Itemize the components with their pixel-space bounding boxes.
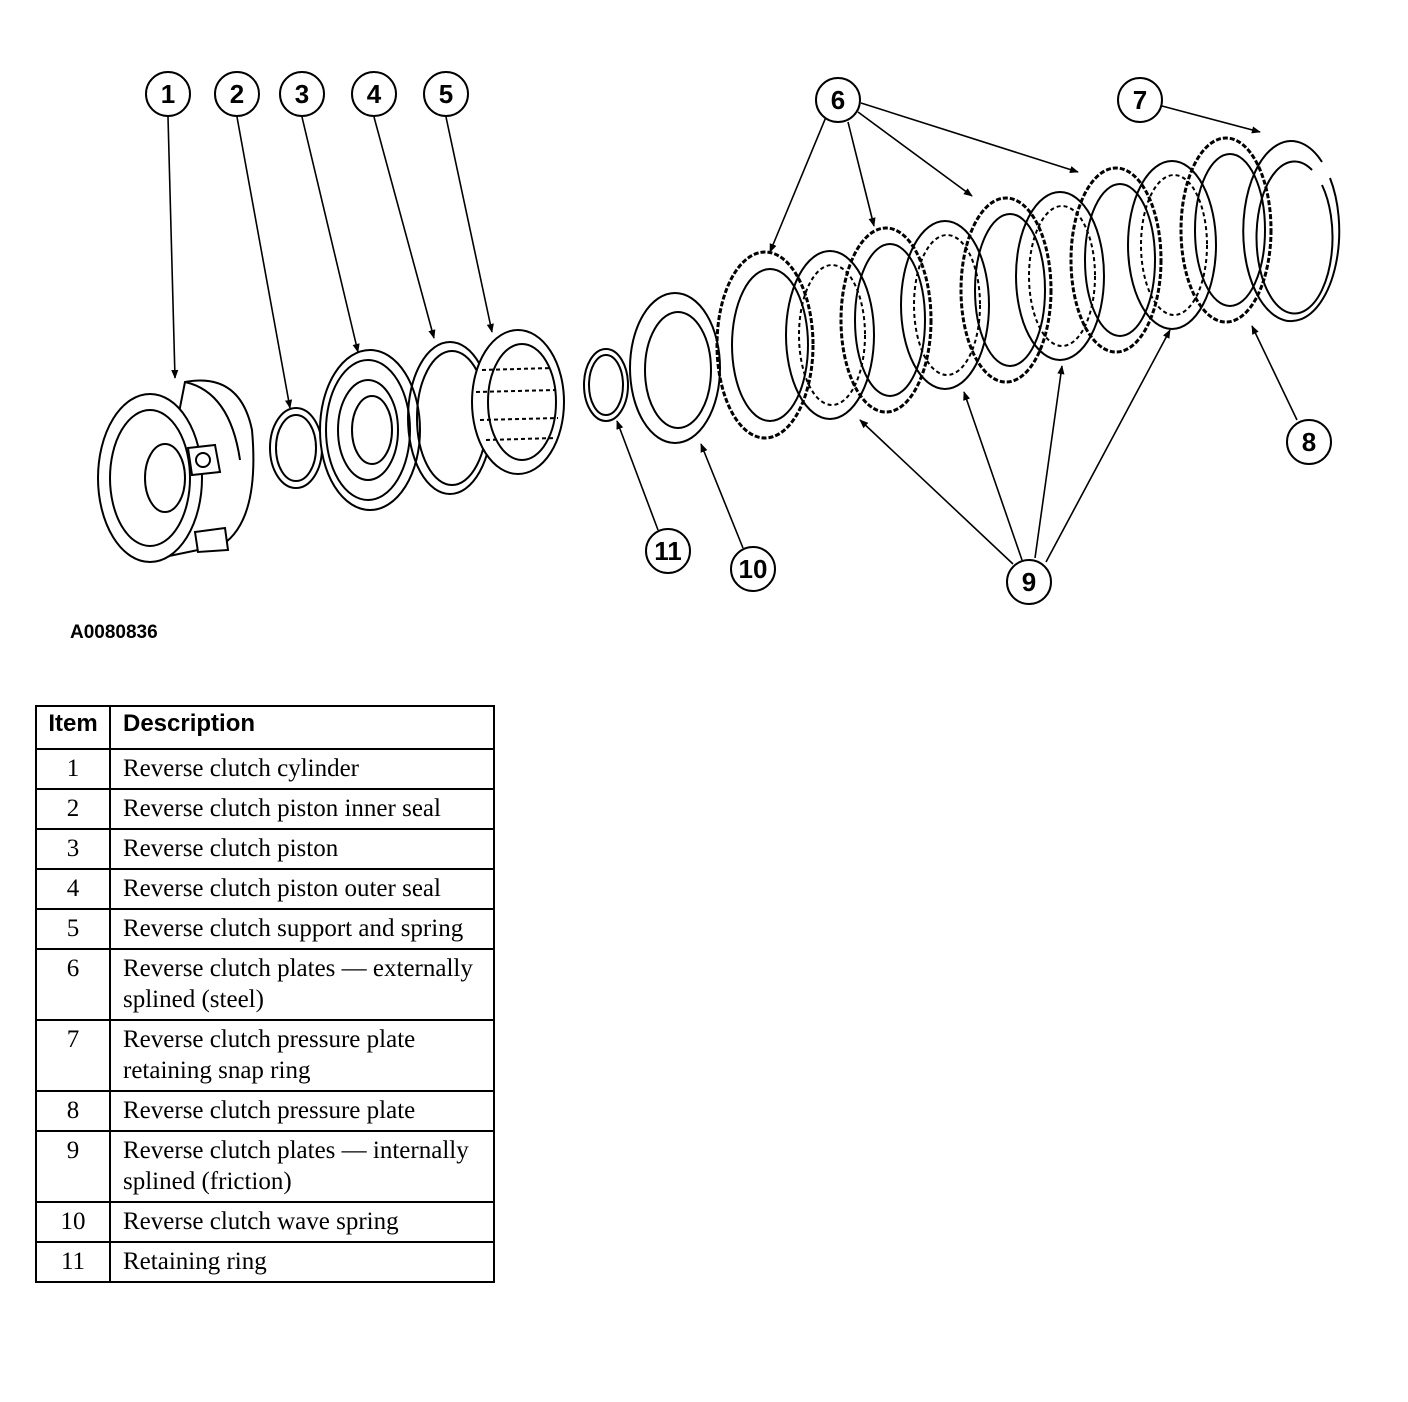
callout-9: 9 xyxy=(1006,559,1052,605)
svg-text:2: 2 xyxy=(230,79,244,109)
table-header-row: Item Description xyxy=(35,705,495,750)
item-description: Reverse clutch plates — externally splin… xyxy=(109,948,495,1021)
svg-text:1: 1 xyxy=(161,79,175,109)
item-number: 8 xyxy=(35,1090,111,1132)
column-header-description: Description xyxy=(109,705,495,750)
support-and-spring-drawing xyxy=(471,329,565,475)
callout-1: 1 xyxy=(145,71,191,117)
svg-text:11: 11 xyxy=(654,536,682,566)
column-header-item: Item xyxy=(35,705,111,750)
retaining-ring-drawing xyxy=(583,348,629,422)
callout-7: 7 xyxy=(1117,77,1163,123)
svg-text:3: 3 xyxy=(295,79,309,109)
item-number: 6 xyxy=(35,948,111,1021)
item-number: 9 xyxy=(35,1130,111,1203)
item-number: 4 xyxy=(35,868,111,910)
item-description: Reverse clutch piston inner seal xyxy=(109,788,495,830)
callout-2: 2 xyxy=(214,71,260,117)
svg-text:6: 6 xyxy=(831,85,845,115)
svg-text:4: 4 xyxy=(367,79,382,109)
wave-spring-drawing xyxy=(629,292,721,444)
svg-text:8: 8 xyxy=(1302,427,1316,457)
callout-5: 5 xyxy=(423,71,469,117)
item-description: Reverse clutch support and spring xyxy=(109,908,495,950)
item-number: 2 xyxy=(35,788,111,830)
item-number: 10 xyxy=(35,1201,111,1243)
callout-11: 11 xyxy=(645,528,691,574)
svg-text:7: 7 xyxy=(1133,85,1147,115)
piston-drawing xyxy=(319,349,421,511)
clutch-plate-stack-drawing xyxy=(715,136,1273,440)
snap-ring-drawing xyxy=(1242,140,1341,323)
item-number: 7 xyxy=(35,1019,111,1092)
callout-3: 3 xyxy=(279,71,325,117)
callout-8: 8 xyxy=(1286,419,1332,465)
svg-text:5: 5 xyxy=(439,79,453,109)
callout-4: 4 xyxy=(351,71,397,117)
item-description: Reverse clutch pressure plate xyxy=(109,1090,495,1132)
figure-id: A0080836 xyxy=(70,622,158,643)
exploded-view-diagram: 1 2 3 4 5 6 7 8 9 10 11 xyxy=(97,71,1341,605)
item-description: Reverse clutch cylinder xyxy=(109,748,495,790)
item-number: 5 xyxy=(35,908,111,950)
callout-6: 6 xyxy=(815,77,861,123)
leader-lines xyxy=(167,102,1298,565)
item-description: Reverse clutch plates — internally splin… xyxy=(109,1130,495,1203)
item-description: Retaining ring xyxy=(109,1241,495,1283)
reverse-clutch-cylinder-drawing xyxy=(97,379,255,563)
svg-text:9: 9 xyxy=(1022,567,1036,597)
item-description: Reverse clutch piston outer seal xyxy=(109,868,495,910)
piston-inner-seal-drawing xyxy=(269,407,323,489)
item-number: 11 xyxy=(35,1241,111,1283)
item-description: Reverse clutch piston xyxy=(109,828,495,870)
item-description: Reverse clutch pressure plate retaining … xyxy=(109,1019,495,1092)
svg-text:10: 10 xyxy=(739,554,768,584)
item-number: 3 xyxy=(35,828,111,870)
callout-10: 10 xyxy=(730,546,776,592)
item-description: Reverse clutch wave spring xyxy=(109,1201,495,1243)
item-number: 1 xyxy=(35,748,111,790)
